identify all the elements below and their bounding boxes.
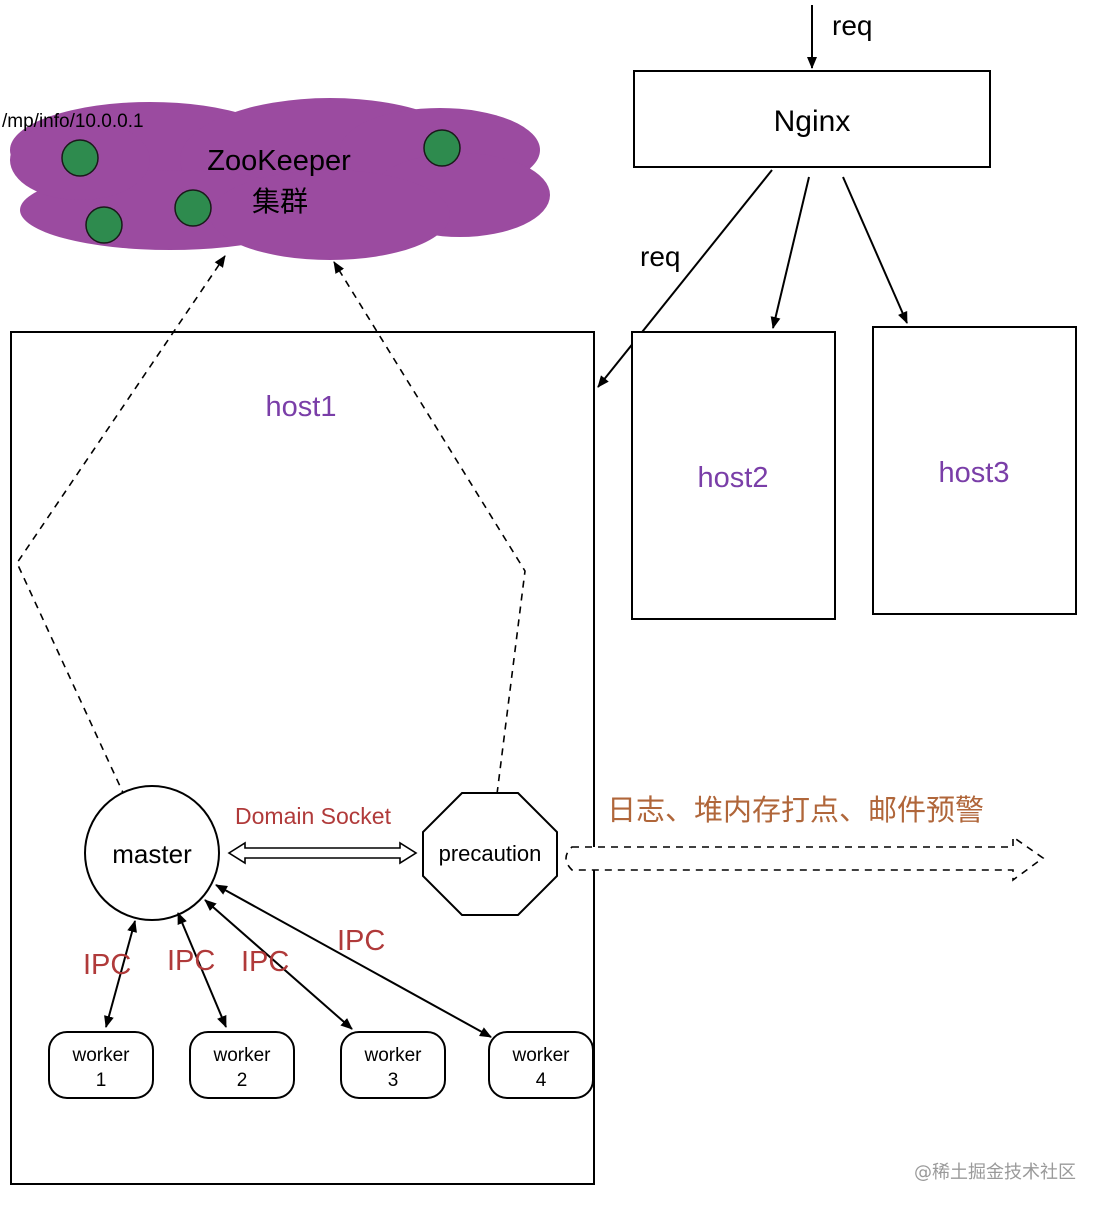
ipc-arrow-worker-1 <box>104 920 137 1028</box>
host3-box <box>872 326 1077 615</box>
nginx-box <box>633 70 991 168</box>
nginx-to-host1-arrow <box>597 169 773 388</box>
host2-label: host2 <box>698 462 769 494</box>
monitoring-output-dashed-arrow <box>565 835 1045 882</box>
domain-socket-label: Domain Socket <box>235 803 392 829</box>
master-to-zookeeper-dashed-link <box>16 255 226 798</box>
nginx-label: Nginx <box>774 105 851 138</box>
zookeeper-path-label: /mp/info/10.0.0.1 <box>2 111 144 132</box>
request-label-mid: req <box>640 241 680 272</box>
ipc-label-4: IPC <box>337 925 385 957</box>
worker-label: worker <box>511 1045 570 1066</box>
zk-node-4 <box>423 129 461 167</box>
master-label: master <box>112 839 192 869</box>
worker-box <box>48 1031 154 1099</box>
precaution-to-zookeeper-dashed-link <box>333 261 526 795</box>
worker-box <box>488 1031 594 1099</box>
worker-box <box>189 1031 295 1099</box>
worker-label: worker <box>363 1045 422 1066</box>
worker-number: 1 <box>96 1070 107 1091</box>
worker-number: 3 <box>388 1070 399 1091</box>
host2-box <box>631 331 836 620</box>
precaution-node <box>422 792 558 916</box>
worker-box <box>340 1031 446 1099</box>
host1-label: host1 <box>266 391 337 423</box>
monitoring-output-label: 日志、堆内存打点、邮件预警 <box>607 793 984 827</box>
worker-1: worker 1 <box>48 1031 154 1099</box>
worker-2: worker 2 <box>189 1031 295 1099</box>
ipc-arrow-worker-4 <box>215 884 492 1038</box>
zk-node-2 <box>85 206 123 244</box>
ipc-label-3: IPC <box>241 946 289 978</box>
nginx-to-host2-arrow <box>770 176 810 329</box>
worker-4: worker 4 <box>488 1031 594 1099</box>
worker-label: worker <box>212 1045 271 1066</box>
zookeeper-title: ZooKeeper <box>207 145 351 177</box>
precaution-label: precaution <box>439 841 542 866</box>
worker-label: worker <box>71 1045 130 1066</box>
host3-label: host3 <box>939 457 1010 489</box>
host1-box <box>10 331 595 1185</box>
ipc-label-2: IPC <box>167 945 215 977</box>
zk-node-1 <box>61 139 99 177</box>
master-node <box>84 785 220 921</box>
worker-3: worker 3 <box>340 1031 446 1099</box>
watermark: @稀土掘金技术社区 <box>914 1162 1076 1183</box>
zookeeper-subtitle: 集群 <box>252 185 308 218</box>
worker-number: 2 <box>237 1070 248 1091</box>
domain-socket-double-arrow <box>227 841 418 865</box>
worker-number: 4 <box>536 1070 547 1091</box>
ipc-label-1: IPC <box>83 949 131 981</box>
zookeeper-cluster-cloud: ZooKeeper 集群 <box>10 98 550 260</box>
zk-node-3 <box>174 189 212 227</box>
nginx-to-host3-arrow <box>842 176 908 324</box>
request-label-top: req <box>832 10 872 41</box>
